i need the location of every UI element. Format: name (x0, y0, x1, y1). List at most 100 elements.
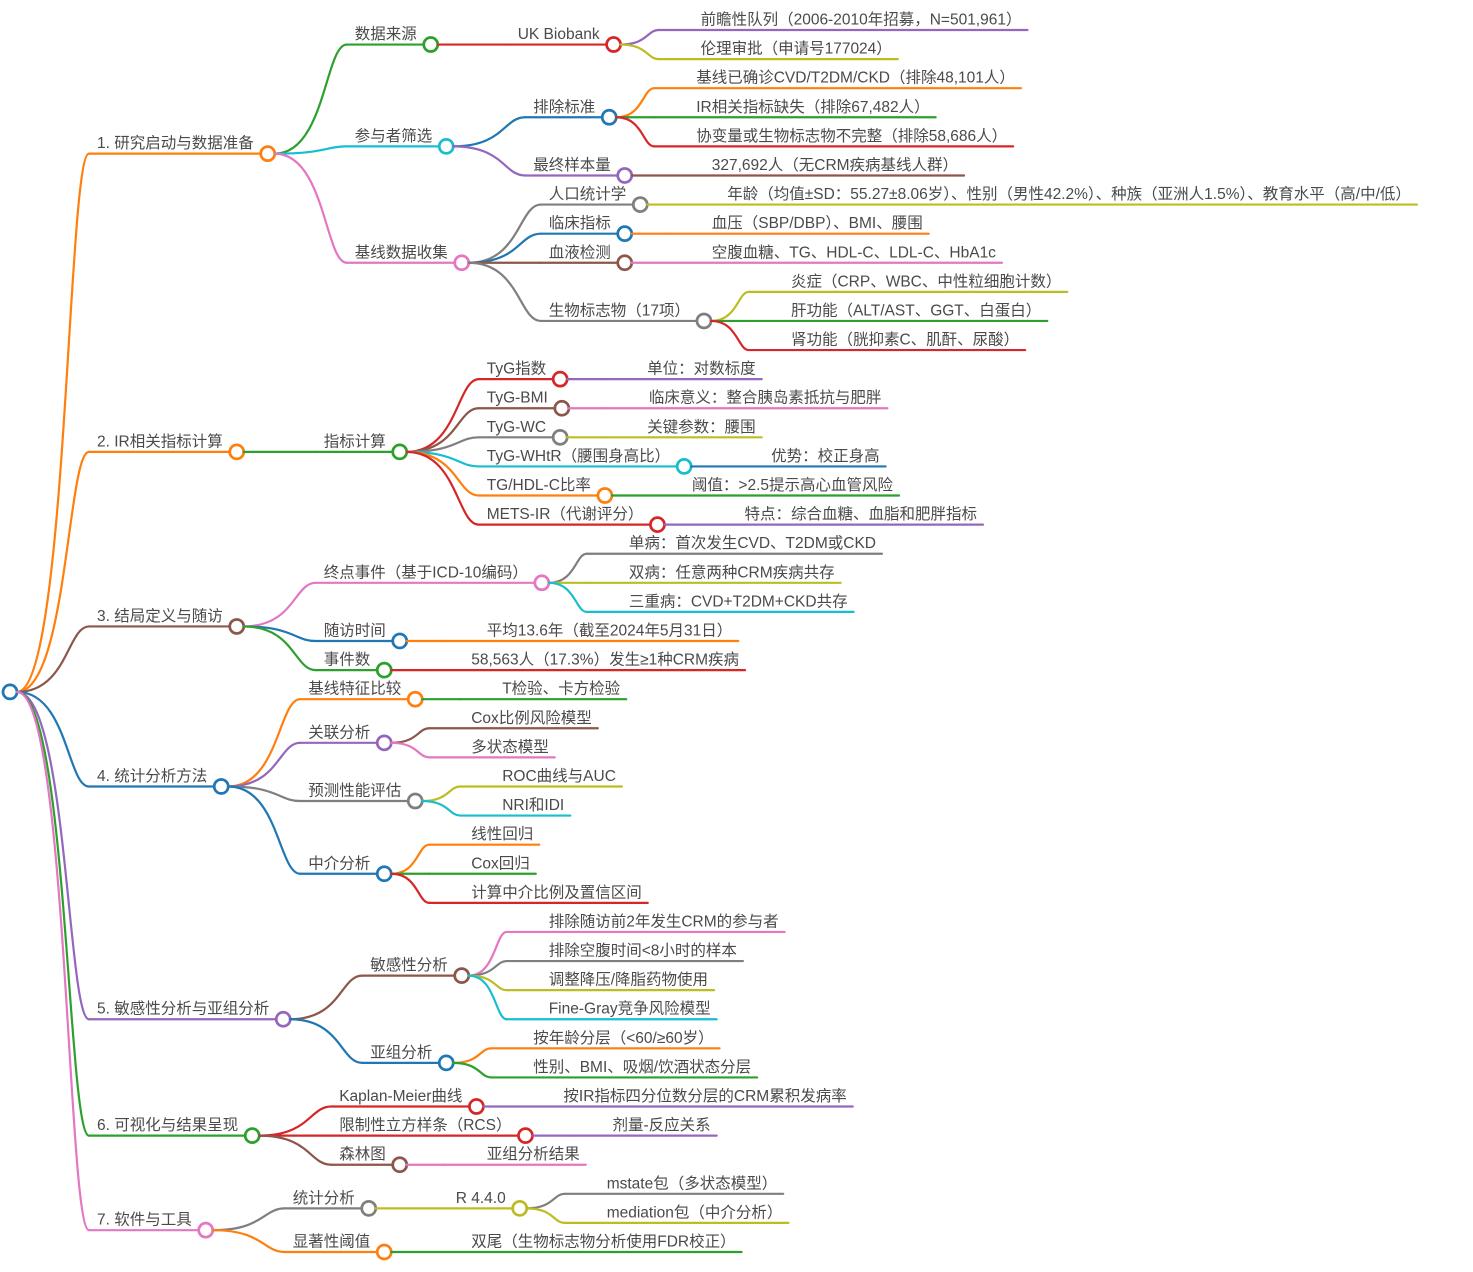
branch-link (227, 785, 302, 875)
node-label: 双尾（生物标志物分析使用FDR校正） (471, 1233, 735, 1251)
branch-link (390, 843, 431, 875)
collapse-toggle[interactable] (453, 254, 471, 272)
collapse-toggle[interactable] (197, 1221, 215, 1239)
branch-link (452, 116, 527, 148)
node-label: 关联分析 (308, 723, 370, 741)
collapse-toggle[interactable] (551, 370, 569, 388)
branch-link (467, 203, 542, 264)
node-label: 空腹血糖、TG、HDL-C、LDL-C、HbA1c (712, 243, 996, 261)
node-label: T检验、卡方检验 (502, 680, 620, 698)
collapse-toggle[interactable] (259, 145, 277, 163)
branch-link (242, 581, 317, 628)
collapse-toggle[interactable] (675, 458, 693, 475)
node-label: 6. 可视化与结果呈现 (97, 1116, 238, 1134)
node-label: 协变量或生物标志物不完整（排除58,686人） (696, 127, 1007, 145)
node-label: 平均13.6年（截至2024年5月31日） (487, 622, 733, 640)
collapse-toggle[interactable] (649, 516, 666, 533)
branch-link (258, 1134, 333, 1166)
node-label: 2. IR相关指标计算 (97, 431, 223, 450)
branch-link (525, 1192, 566, 1210)
branch-link (289, 974, 364, 1021)
node-label: 伦理审批（申请号177024） (701, 40, 892, 58)
collapse-toggle[interactable] (391, 632, 409, 650)
node-label: 肾功能（胱抑素C、肌酐、尿酸） (791, 331, 1019, 349)
collapse-toggle[interactable] (600, 108, 618, 126)
node-label: 限制性立方样条（RCS） (339, 1116, 511, 1134)
branch-link (619, 43, 660, 61)
branch-link (273, 145, 348, 155)
collapse-toggle[interactable] (243, 1127, 261, 1144)
node-label: 终点事件（基于ICD-10编码） (324, 563, 528, 581)
branch-link (421, 799, 462, 817)
collapse-toggle[interactable] (533, 574, 551, 592)
collapse-toggle[interactable] (511, 1199, 529, 1217)
node-label: 优势：校正身高 (771, 447, 880, 465)
collapse-toggle[interactable] (391, 1156, 409, 1174)
collapse-toggle[interactable] (616, 167, 634, 184)
branch-link (273, 152, 348, 264)
collapse-toggle[interactable] (406, 792, 424, 810)
collapse-toggle[interactable] (375, 661, 393, 679)
node-label: 基线已确诊CVD/T2DM/CKD（排除48,101人） (696, 69, 1015, 87)
node-label: 关键参数：腰围 (647, 418, 756, 436)
collapse-toggle[interactable] (553, 399, 571, 417)
branch-link (467, 974, 508, 1021)
collapse-toggle[interactable] (596, 487, 614, 504)
collapse-toggle[interactable] (616, 225, 634, 243)
branch-link (405, 407, 480, 453)
branch-link (547, 552, 588, 584)
branch-link (390, 872, 431, 904)
collapse-toggle[interactable] (517, 1127, 534, 1144)
node-label: 临床意义：整合胰岛素抵抗与肥胖 (649, 388, 882, 407)
node-label: 参与者筛选 (355, 127, 433, 145)
node-label: 排除空腹时间<8小时的样本 (549, 942, 737, 960)
node-label: TyG-WHtR（腰围身高比） (487, 447, 670, 465)
collapse-toggle[interactable] (631, 196, 649, 213)
branch-link (467, 930, 508, 977)
collapse-toggle[interactable] (605, 36, 622, 53)
collapse-toggle[interactable] (468, 1098, 485, 1115)
collapse-toggle[interactable] (212, 778, 230, 795)
collapse-toggle[interactable] (375, 1243, 393, 1261)
node-label: 随访时间 (324, 622, 386, 640)
node-label: TG/HDL-C比率 (487, 476, 591, 494)
branch-link (227, 698, 302, 788)
branch-link (15, 152, 91, 694)
branch-link (15, 690, 91, 1232)
node-label: 人口统计学 (549, 185, 627, 203)
branch-link (405, 378, 480, 453)
node-label: 前瞻性队列（2006-2010年招募，N=501,961） (701, 11, 1022, 29)
collapse-toggle[interactable] (616, 254, 634, 272)
branch-link (227, 741, 302, 788)
root-node[interactable] (1, 683, 19, 701)
collapse-toggle[interactable] (551, 428, 569, 446)
node-label: 亚组分析 (370, 1043, 432, 1061)
branch-link (15, 625, 91, 694)
branch-link (421, 785, 462, 803)
collapse-toggle[interactable] (375, 865, 393, 883)
branch-link (452, 1047, 493, 1064)
node-label: 7. 软件与工具 (97, 1211, 192, 1229)
collapse-toggle[interactable] (453, 967, 471, 984)
collapse-toggle[interactable] (437, 1054, 455, 1072)
collapse-toggle[interactable] (391, 443, 409, 461)
node-label: 事件数 (324, 651, 371, 669)
node-label: 数据来源 (355, 25, 417, 43)
branch-link (619, 28, 660, 46)
collapse-toggle[interactable] (360, 1199, 378, 1217)
collapse-toggle[interactable] (437, 138, 455, 155)
node-label: 森林图 (339, 1145, 386, 1163)
collapse-toggle[interactable] (274, 1010, 292, 1028)
collapse-toggle[interactable] (406, 690, 424, 708)
collapse-toggle[interactable] (228, 618, 246, 635)
collapse-toggle[interactable] (695, 312, 713, 330)
collapse-toggle[interactable] (422, 36, 440, 53)
node-label: 多状态模型 (471, 738, 549, 756)
branch-link (452, 1061, 493, 1079)
node-label: 3. 结局定义与随访 (97, 607, 223, 625)
collapse-toggle[interactable] (375, 734, 393, 752)
collapse-toggle[interactable] (228, 443, 246, 461)
node-label: 预测性能评估 (308, 782, 401, 800)
branch-link (289, 1018, 364, 1064)
